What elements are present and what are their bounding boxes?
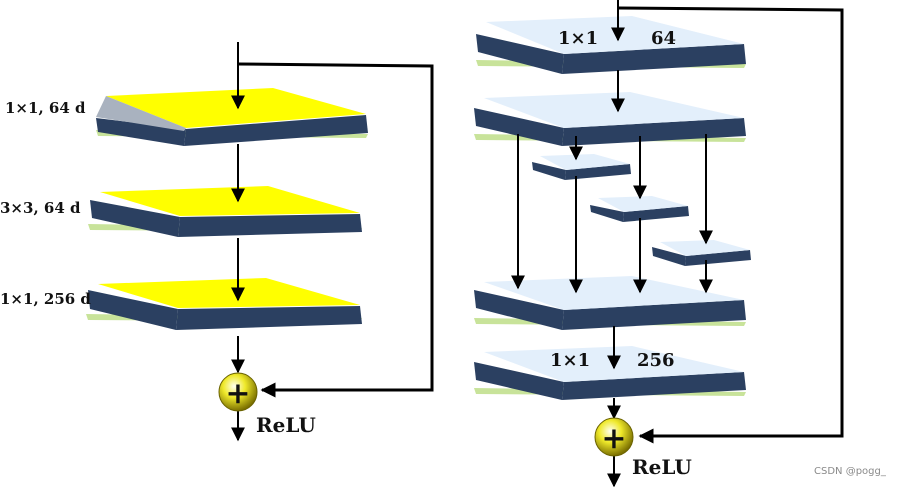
right-res2net-block: 1×1 64 xyxy=(474,0,844,487)
right-top-layer xyxy=(476,16,746,74)
left-layer-2 xyxy=(88,186,362,237)
left-adder-plus: + xyxy=(225,376,250,411)
left-layer-3 xyxy=(86,278,362,330)
right-adder: + xyxy=(594,417,634,457)
right-relu-label: ReLU xyxy=(632,455,692,479)
right-bottom-kernel: 1×1 xyxy=(550,350,590,371)
left-layer-1-label: 1×1, 64 d xyxy=(5,99,86,117)
right-top-channels: 64 xyxy=(651,28,676,49)
left-adder: + xyxy=(218,372,258,412)
right-bottom-layer xyxy=(474,346,746,400)
left-bottleneck-block: 1×1, 64 d 3×3, 64 d 1×1, 256 d + ReLU xyxy=(0,42,434,442)
right-top-kernel: 1×1 xyxy=(558,28,598,49)
watermark: CSDN @pogg_ xyxy=(814,466,887,477)
left-layer-1 xyxy=(96,88,368,146)
right-sublayer-c xyxy=(652,240,751,266)
left-layer-3-label: 1×1, 256 d xyxy=(0,290,91,308)
right-bottom-channels: 256 xyxy=(637,350,675,371)
right-sublayer-a xyxy=(532,154,631,180)
left-relu-label: ReLU xyxy=(256,413,316,437)
left-skip-connection xyxy=(237,62,434,398)
right-skip-connection xyxy=(617,6,844,444)
right-merge-layer xyxy=(474,276,746,330)
left-layer-2-label: 3×3, 64 d xyxy=(0,199,81,217)
right-adder-plus: + xyxy=(601,421,626,456)
